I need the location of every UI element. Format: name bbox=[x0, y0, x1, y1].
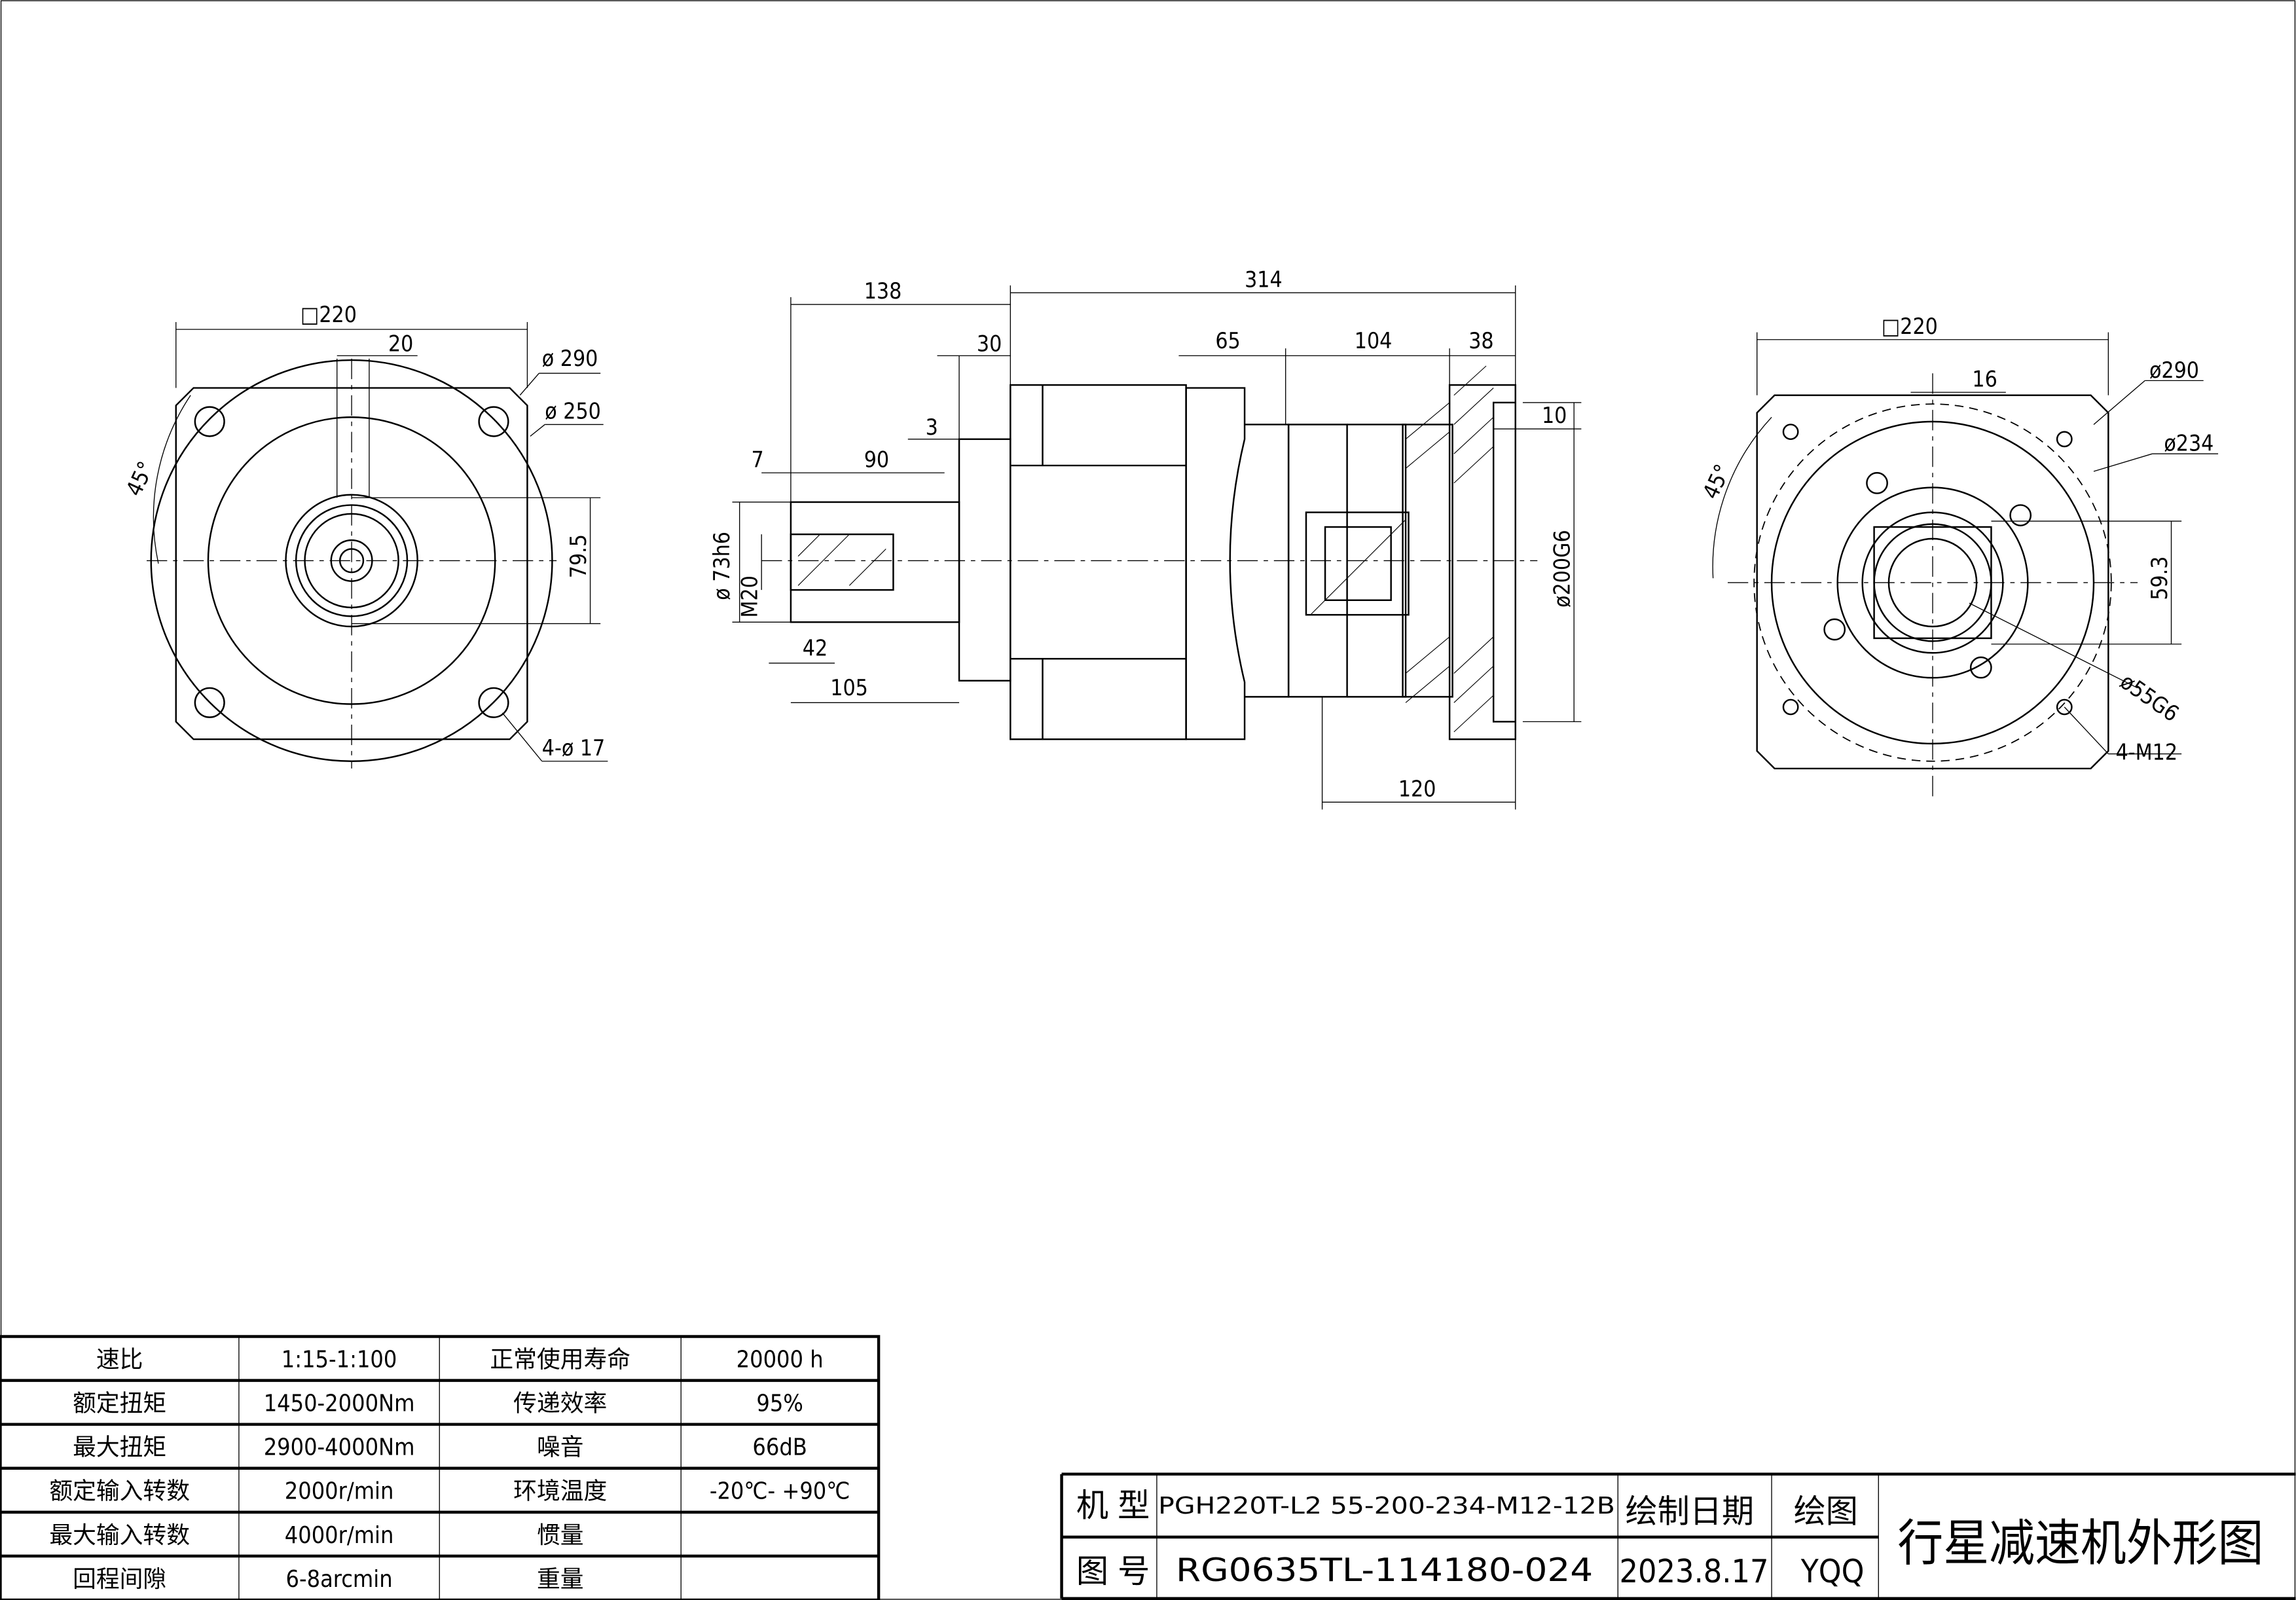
dim-105: 105 bbox=[830, 675, 868, 700]
dim-key-width: 20 bbox=[388, 331, 413, 357]
dim-314: 314 bbox=[1245, 266, 1283, 292]
spec-cell: 2000r/min bbox=[285, 1478, 394, 1505]
spec-cell: 6-8arcmin bbox=[286, 1566, 393, 1593]
tapped-holes bbox=[1782, 424, 2073, 716]
dim-59-3: 59.3 bbox=[2147, 556, 2172, 600]
spec-cell: 重量 bbox=[537, 1566, 584, 1593]
spec-cell: -20℃- +90℃ bbox=[710, 1478, 850, 1505]
dim-angle: 45° bbox=[121, 458, 159, 500]
spec-cell: 额定输入转数 bbox=[49, 1478, 190, 1505]
dim-90: 90 bbox=[864, 446, 889, 472]
dim-key-height: 79.5 bbox=[566, 534, 591, 578]
dim-120: 120 bbox=[1398, 776, 1436, 801]
dim-pilot: ø200G6 bbox=[1549, 530, 1575, 608]
spec-cell: 环境温度 bbox=[513, 1478, 607, 1505]
dim-holes: 4-ø 17 bbox=[542, 735, 605, 761]
output-end-view: □220 16 ø290 ø234 45° 59.3 ø55G6 4-M12 bbox=[1698, 314, 2219, 798]
hatching bbox=[797, 365, 1494, 733]
dim-38: 38 bbox=[1468, 328, 1493, 354]
drawing-no-value: RG0635TL-114180-024 bbox=[1176, 1551, 1593, 1589]
spec-cell: 速比 bbox=[96, 1346, 143, 1373]
dim-42: 42 bbox=[803, 636, 828, 661]
dim-square-right: □220 bbox=[1882, 314, 1938, 339]
dim-holes-right: 4-M12 bbox=[2116, 740, 2178, 765]
spec-cell: 回程间隙 bbox=[73, 1566, 166, 1593]
dim-outer-dia: ø 290 bbox=[542, 346, 598, 371]
dim-bore: ø55G6 bbox=[2115, 668, 2183, 727]
title-block: 机 型 PGH220T-L2 55-200-234-M12-12B 绘制日期 绘… bbox=[1060, 1472, 2296, 1600]
side-section-view: 138 314 30 65 104 38 3 10 7 90 ø 73h6 M2… bbox=[709, 266, 1582, 810]
dim-104: 104 bbox=[1355, 328, 1393, 354]
model-label: 机 型 bbox=[1076, 1487, 1150, 1525]
spec-cell: 惯量 bbox=[537, 1522, 584, 1549]
spec-cell: 最大输入转数 bbox=[49, 1522, 190, 1549]
spec-cell: 传递效率 bbox=[513, 1391, 607, 1417]
dim-pcd: ø234 bbox=[2164, 431, 2214, 456]
spec-cell: 最大扭矩 bbox=[73, 1434, 166, 1461]
spec-cell: 2900-4000Nm bbox=[264, 1434, 415, 1461]
date-value: 2023.8.17 bbox=[1620, 1552, 1769, 1590]
dim-outer-dia-right: ø290 bbox=[2149, 357, 2199, 383]
spec-cell: 95% bbox=[756, 1391, 803, 1417]
dim-angle-right: 45° bbox=[1698, 460, 1736, 503]
dim-138: 138 bbox=[864, 278, 902, 304]
spec-cell: 66dB bbox=[752, 1434, 807, 1461]
spec-cell: 20000 h bbox=[737, 1346, 824, 1373]
spec-cell: 1:15-1:100 bbox=[282, 1346, 397, 1373]
dim-16: 16 bbox=[1972, 366, 1997, 391]
dim-30: 30 bbox=[977, 331, 1002, 357]
dim-7: 7 bbox=[752, 446, 764, 472]
mounting-holes bbox=[194, 406, 509, 718]
model-value: PGH220T-L2 55-200-234-M12-12B bbox=[1158, 1493, 1615, 1519]
date-label: 绘制日期 bbox=[1625, 1492, 1754, 1530]
dim-10: 10 bbox=[1542, 403, 1567, 428]
input-end-view: □220 20 ø 290 ø 250 45° 79.5 4-ø 17 bbox=[121, 302, 608, 769]
drawer-value: YQQ bbox=[1800, 1552, 1865, 1590]
drawing-no-label: 图 号 bbox=[1076, 1552, 1150, 1590]
spec-cell: 正常使用寿命 bbox=[490, 1346, 630, 1373]
spec-cell: 1450-2000Nm bbox=[264, 1391, 415, 1417]
drawer-label: 绘图 bbox=[1794, 1492, 1858, 1530]
spec-cell: 噪音 bbox=[537, 1434, 584, 1461]
spec-table: 速比 1:15-1:100 正常使用寿命 20000 h 额定扭矩 1450-2000Nm… bbox=[0, 1335, 881, 1600]
drawing-title: 行星减速机外形图 bbox=[1897, 1514, 2263, 1573]
spec-cell: 额定扭矩 bbox=[73, 1391, 166, 1417]
spec-cell: 4000r/min bbox=[285, 1522, 394, 1549]
dim-pitch-dia: ø 250 bbox=[545, 399, 601, 424]
dim-thread: M20 bbox=[737, 575, 762, 617]
dim-3: 3 bbox=[926, 414, 938, 440]
dim-65: 65 bbox=[1215, 328, 1240, 354]
dim-square: □220 bbox=[301, 302, 357, 327]
dim-shaft-dia: ø 73h6 bbox=[709, 532, 735, 600]
